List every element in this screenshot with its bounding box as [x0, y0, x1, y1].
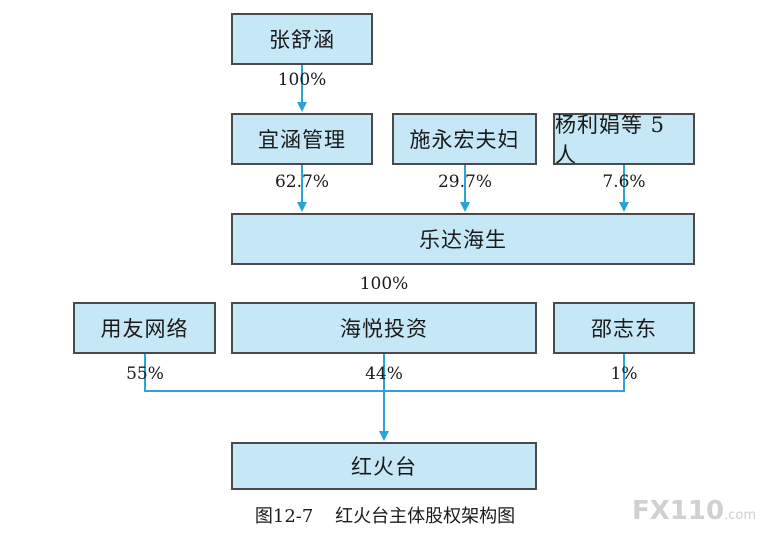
node-haiyue-investment: 海悦投资	[231, 302, 537, 354]
figure-title: 红火台主体股权架构图	[335, 506, 516, 527]
pct-shi-to-leda: 29.7%	[437, 172, 493, 192]
edge-shao-hht	[384, 354, 625, 392]
node-yang-five-people: 杨利娟等 5 人	[553, 113, 695, 167]
node-honghuotai: 红火台	[231, 442, 537, 490]
node-yihan-management: 宜涵管理	[231, 113, 373, 165]
pct-haiyue-to-hht: 44%	[365, 364, 403, 384]
fx110-watermark: FX110.com	[632, 496, 756, 526]
pct-yihan-to-leda: 62.7%	[274, 172, 330, 192]
pct-yang-to-leda: 7.6%	[602, 172, 646, 192]
pct-youyou-to-hht: 55%	[126, 364, 164, 384]
pct-shao-to-hht: 1%	[610, 364, 638, 384]
pct-leda-to-haiyue: 100%	[359, 274, 409, 294]
node-shao-zhidong: 邵志东	[553, 302, 695, 354]
figure-number: 图12-7	[254, 506, 314, 527]
figure-caption: 图12-7 红火台主体股权架构图	[0, 502, 770, 528]
node-zhang-shuhan: 张舒涵	[231, 13, 373, 65]
node-yonyou-network: 用友网络	[73, 302, 216, 354]
pct-zhang-to-yihan: 100%	[277, 70, 327, 90]
node-shi-couple: 施永宏夫妇	[392, 113, 537, 165]
node-leda-haisheng: 乐达海生	[231, 213, 695, 265]
edge-youyou-hht	[144, 354, 384, 392]
watermark-brand: FX110	[632, 496, 725, 526]
watermark-suffix: .com	[724, 508, 756, 523]
